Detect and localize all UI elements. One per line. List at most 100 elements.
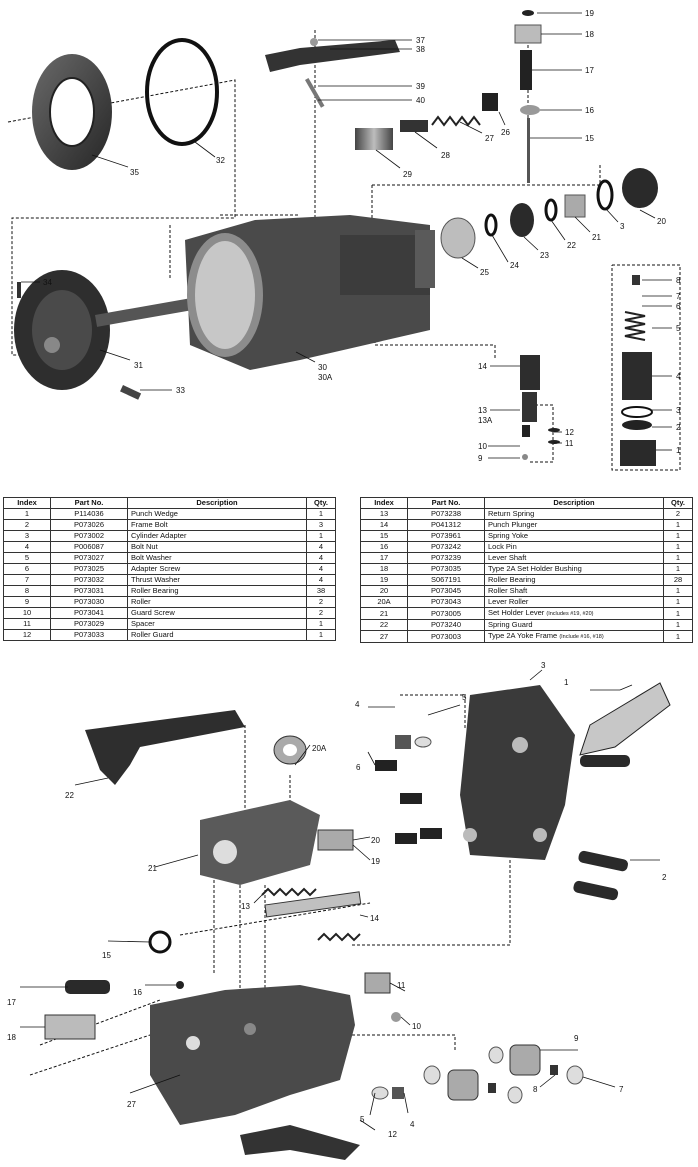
callout-30a: 30A	[318, 373, 333, 382]
callout-27: 27	[485, 134, 494, 143]
col-index: Index	[360, 497, 408, 509]
callout-10: 10	[412, 1022, 421, 1031]
callout-4b: 4	[410, 1120, 415, 1129]
callout-33: 33	[176, 386, 185, 395]
callout-7: 7	[676, 292, 681, 301]
bottom-exploded-diagram: 1 2 3 4 5 6 20A 22 21 20 19 13 14 15 16 …	[7, 661, 671, 1160]
cylinder-adapter-3	[460, 685, 575, 860]
callout-12: 12	[388, 1130, 397, 1139]
callout-8: 8	[676, 276, 681, 285]
callout-3: 3	[676, 406, 681, 415]
callout-19: 19	[585, 9, 594, 18]
callout-3: 3	[541, 661, 546, 670]
col-part-no: Part No.	[50, 497, 128, 509]
callout-32: 32	[216, 156, 225, 165]
callout-40: 40	[416, 96, 425, 105]
callout-5b: 5	[360, 1115, 365, 1124]
callout-35: 35	[130, 168, 139, 177]
callout-17: 17	[7, 998, 16, 1007]
callout-8: 8	[533, 1085, 538, 1094]
callout-29: 29	[403, 170, 412, 179]
callout-37: 37	[416, 36, 425, 45]
spring-guard-22	[85, 710, 245, 785]
callout-13: 13	[478, 406, 487, 415]
col-description: Description	[484, 497, 664, 509]
callout-4: 4	[676, 372, 681, 381]
row-note: (Includes #19, #20)	[546, 611, 594, 617]
col-description: Description	[127, 497, 307, 509]
callout-18: 18	[585, 30, 594, 39]
callout-14: 14	[478, 362, 487, 371]
callout-13: 13	[241, 902, 250, 911]
col-qty: Qty.	[663, 497, 693, 509]
callout-7: 7	[619, 1085, 624, 1094]
top-exploded-diagram: 19 18 17 16 15 37 38 39 40 26 27 28 29 2…	[7, 9, 681, 471]
callout-25: 25	[480, 268, 489, 277]
yoke-frame-27	[150, 985, 355, 1125]
callout-24: 24	[510, 261, 519, 270]
callout-23: 23	[540, 251, 549, 260]
callout-27: 27	[127, 1100, 136, 1109]
callout-3a: 3	[620, 222, 625, 231]
roller-guard-12	[240, 1125, 360, 1160]
col-index: Index	[3, 497, 51, 509]
callout-12: 12	[565, 428, 574, 437]
callout-38: 38	[416, 45, 425, 54]
o-ring-32	[145, 38, 219, 146]
callout-16: 16	[585, 106, 594, 115]
callout-21: 21	[148, 864, 157, 873]
callout-6: 6	[676, 302, 681, 311]
callout-14: 14	[370, 914, 379, 923]
callout-2: 2	[676, 423, 681, 432]
table-header-row: Index Part No. Description Qty.	[3, 497, 336, 509]
callout-26: 26	[501, 128, 510, 137]
callout-13a: 13A	[478, 416, 493, 425]
callout-19: 19	[371, 857, 380, 866]
callout-11: 11	[565, 439, 574, 448]
callout-2: 2	[662, 873, 667, 882]
callout-22: 22	[567, 241, 576, 250]
punch-wedge-1	[579, 682, 671, 756]
callout-30: 30	[318, 363, 327, 372]
housing-30	[185, 215, 435, 370]
callout-20: 20	[371, 836, 380, 845]
callout-22: 22	[65, 791, 74, 800]
callout-31: 31	[134, 361, 143, 370]
callout-9: 9	[478, 454, 483, 463]
lever-38	[265, 40, 400, 72]
callout-4: 4	[355, 700, 360, 709]
bottom-callout-labels: 1 2 3 4 5 6 20A 22 21 20 19 13 14 15 16 …	[7, 661, 667, 1139]
callout-16: 16	[133, 988, 142, 997]
callout-1: 1	[564, 678, 569, 687]
top-callout-labels: 19 18 17 16 15 37 38 39 40 26 27 28 29 2…	[43, 9, 681, 463]
callout-5: 5	[462, 693, 467, 702]
callout-21: 21	[592, 233, 601, 242]
callout-39: 39	[416, 82, 425, 91]
callout-20a: 20A	[312, 744, 327, 753]
callout-9: 9	[574, 1034, 579, 1043]
callout-6: 6	[356, 763, 361, 772]
table-header-row: Index Part No. Description Qty.	[360, 497, 693, 509]
callout-28: 28	[441, 151, 450, 160]
